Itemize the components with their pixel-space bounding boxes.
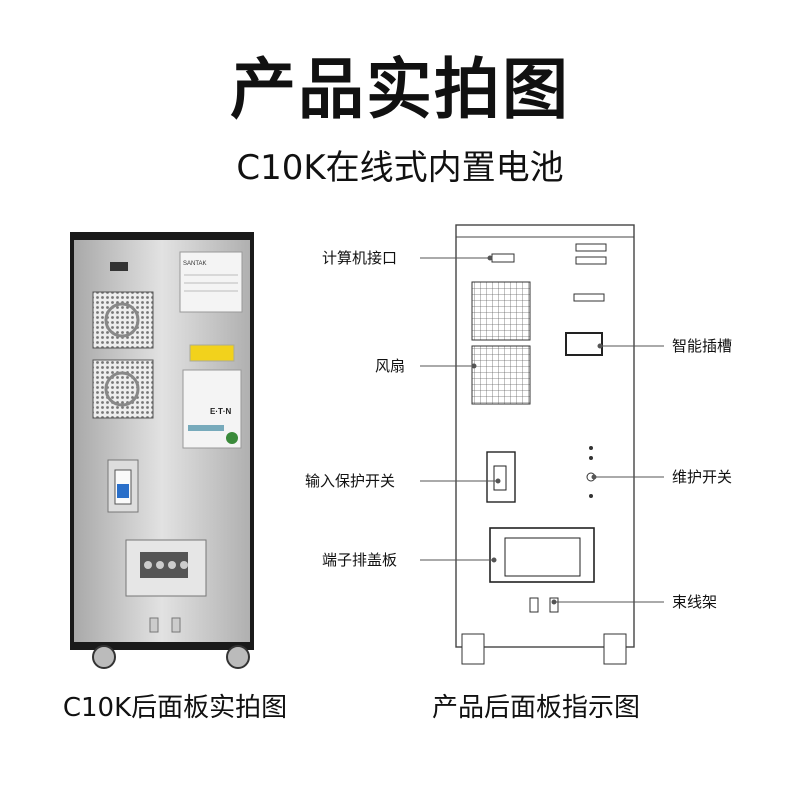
callout-computer-port: 计算机接口 [322, 249, 398, 267]
photo-wheel-right [226, 645, 250, 669]
photo-warning-label [189, 344, 235, 362]
photo-logo-text: E·T·N [210, 407, 232, 416]
callout-smart-slot: 智能插槽 [672, 337, 733, 355]
callout-fan: 风扇 [375, 357, 406, 375]
callout-cable-rack: 束线架 [672, 593, 718, 611]
diagram-cable-rack [529, 597, 539, 613]
diagram-fan-top [471, 281, 531, 341]
callout-terminal-cover: 端子排盖板 [322, 551, 398, 569]
diagram-computer-port [491, 253, 515, 263]
page-subtitle: C10K在线式内置电池 [236, 148, 564, 188]
photo-computer-port [110, 262, 128, 271]
caption-left: C10K后面板实拍图 [62, 693, 288, 723]
photo-fan-bottom [92, 359, 154, 419]
photo-wheel-left [92, 645, 116, 669]
diagram-fan-bottom [471, 345, 531, 405]
diagram-wheel-left [461, 633, 485, 665]
diagram-wheel-right [603, 633, 627, 665]
caption-right: 产品后面板指示图 [431, 693, 640, 723]
callout-maintenance-switch: 维护开关 [672, 468, 733, 486]
diagram-smart-slot [565, 332, 603, 356]
photo-fan-top [92, 291, 154, 349]
page-title: 产品实拍图 [230, 51, 570, 128]
callout-input-protection-switch: 输入保护开关 [305, 472, 396, 490]
photo-brand-text: SANTAK [183, 261, 207, 267]
photo-brand-label [179, 251, 243, 313]
